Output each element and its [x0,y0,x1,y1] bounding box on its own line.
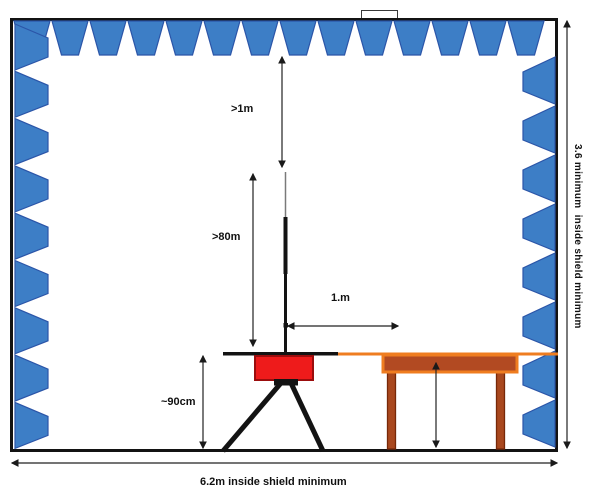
absorber-cone [317,20,355,56]
absorber-cone [89,20,127,56]
absorber-column-left [14,23,49,450]
absorber-cone [14,354,49,402]
absorber-cone [431,20,469,56]
absorber-cone [469,20,507,56]
antenna-boom-bar [223,352,338,356]
dimension-arrows [10,19,571,467]
table-leg-left [386,371,397,450]
absorber-cone [51,20,89,56]
absorber-cone [14,212,49,261]
absorber-cone [14,23,49,71]
absorber-cone [522,301,556,350]
absorber-cone [279,20,317,56]
absorber-cone [522,399,556,448]
absorber-cone [14,306,49,355]
absorber-cone [393,20,431,56]
label-floor-width: 6.2m inside shield minimum [200,476,347,488]
table-top [381,353,519,374]
label-antenna-span: >80m [212,231,241,243]
absorber-row-top [13,20,545,56]
absorber-cone [127,20,165,56]
absorber-cone [14,117,49,166]
absorber-cone [522,350,556,399]
label-tripod-height: ~90cm [161,396,196,408]
absorber-cone [241,20,279,56]
label-top-clearance: >1m [231,103,254,115]
antenna-reference-node [283,323,288,328]
tripod [221,379,326,453]
tripod-head [274,379,298,386]
tripod-leg-right [288,381,326,453]
absorber-cone [522,105,556,154]
antenna-balun-box [254,355,314,381]
absorber-cone [355,20,393,56]
antenna-assembly [223,172,338,381]
tripod-leg-left [221,381,283,453]
absorber-cone [522,154,556,203]
absorber-cone [522,203,556,252]
absorber-cone [522,252,556,301]
label-room-height: 3.6 minimum inside shield minimum [572,144,583,329]
absorber-cone [14,70,49,119]
ceiling-hatch [361,10,398,18]
absorber-cone [14,164,49,213]
absorber-cone [14,259,49,308]
label-antenna-to-table: 1.m [331,292,350,304]
wooden-table [381,353,519,450]
absorber-cone [14,401,49,450]
absorber-column-right [522,56,556,448]
absorber-cone [507,20,545,56]
table-leg-right [495,371,506,450]
absorber-cone [522,56,556,105]
absorber-cone [165,20,203,56]
absorber-cone [203,20,241,56]
